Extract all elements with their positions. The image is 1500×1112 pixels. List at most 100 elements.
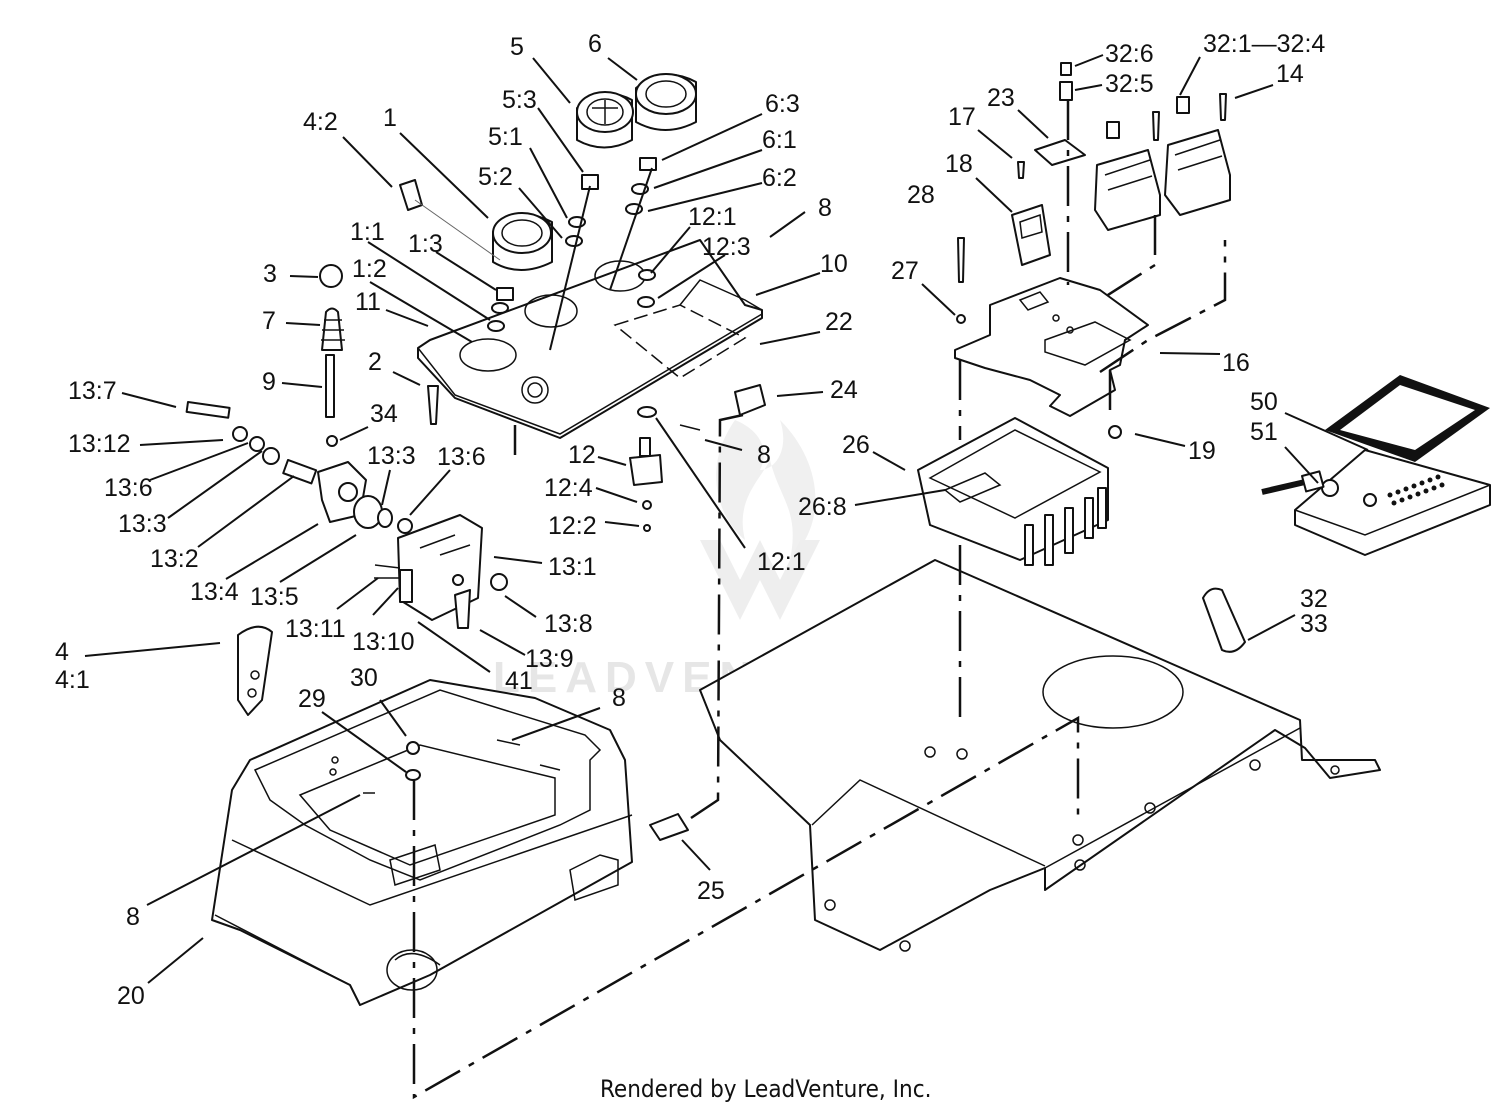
dash-panel [417,239,763,439]
lever-4 [237,625,273,716]
throttle-boot [321,307,345,351]
callout: 13:1 [548,553,597,581]
handle-grip [1202,587,1246,653]
callout: 32:6 [1105,40,1154,68]
callout: 13:4 [190,578,239,606]
callout: 41 [505,667,533,695]
callout: 16 [1222,349,1250,377]
fuse-holder-18 [1011,204,1051,266]
callout: 20 [117,982,145,1010]
callout: 28 [907,181,935,209]
connector-24 [734,384,766,416]
wire-6 [609,167,653,291]
part-25 [649,813,689,841]
callout: 32:1—32:4 [1203,30,1325,58]
chassis-frame [699,559,1381,952]
mounting-plate [954,277,1149,417]
callout: 22 [825,308,853,336]
callout: 5:1 [488,123,523,151]
washer-27 [956,314,966,324]
console-housing [211,679,633,1006]
fuse-block-32 [1094,93,1231,231]
callout: 12:4 [544,474,593,502]
callout: 13:6 [437,443,486,471]
callout: 13:10 [352,628,415,656]
callout: 6:2 [762,164,797,192]
callout: 8 [612,684,626,712]
callout: 6:3 [765,90,800,118]
callout: 1:2 [352,255,387,283]
fuel-gauge [576,91,634,190]
callout: 4:2 [303,108,338,136]
callout: 26:8 [798,493,847,521]
hour-meter-gauge [492,212,553,301]
assembly-lines [412,100,1227,1100]
callout: 13:12 [68,430,131,458]
callout: 11 [355,288,381,316]
callout: 1:1 [350,218,385,246]
callout: 13:2 [150,545,199,573]
callout: 17 [948,103,976,131]
callout: 5:3 [502,86,537,114]
callout: 13:8 [544,610,593,638]
callout: 24 [830,376,858,404]
callout: 14 [1276,60,1304,88]
callout: 23 [987,84,1015,112]
callout: 13:7 [68,377,117,405]
callout: 1 [383,104,397,132]
callout: 10 [820,250,848,278]
callout: 8 [757,441,771,469]
callout: 12 [568,441,596,469]
callout: 8 [818,194,832,222]
callout: 13:6 [104,474,153,502]
screw-17 [1017,161,1025,179]
footer-credit: Rendered by LeadVenture, Inc. [600,1075,931,1103]
callout: 6 [588,30,602,58]
callout: 13:5 [250,583,299,611]
callout: 9 [262,368,276,396]
nut-34 [326,435,338,447]
callout: 51 [1250,418,1278,446]
callout: 13:11 [285,615,346,643]
callout: 4:1 [55,666,90,694]
throttle-knob [319,264,343,288]
bolt-28 [957,237,965,283]
wire-5 [549,185,591,351]
callout: 12:1 [757,548,806,576]
callout: 30 [350,664,378,692]
callout: 13:3 [367,442,416,470]
callout-labels: 5 6 5:3 6:3 5:1 6:1 4:2 1 5:2 6:2 12:1 8… [55,30,1328,1010]
leader-lines [84,54,1369,984]
throttle-shaft [325,354,335,418]
callout: 12:3 [702,233,751,261]
callout: 33 [1300,610,1328,638]
callout: 13:3 [118,510,167,538]
callout: 1:3 [408,230,443,258]
callout: 50 [1250,388,1278,416]
callout: 5:2 [478,163,513,191]
callout: 27 [891,257,919,285]
callout: 12:2 [548,512,597,540]
callout: 13:9 [525,645,574,673]
callout: 2 [368,348,382,376]
callout: 32:5 [1105,70,1154,98]
callout: 29 [298,685,326,713]
callout: 8 [126,903,140,931]
ignition-switch [629,406,663,532]
callout: 5 [510,33,524,61]
temperature-gauge [635,73,697,171]
terminal-32-5 [1059,62,1073,101]
callout: 32 [1300,585,1328,613]
nut-19 [1108,425,1122,439]
callout: 34 [370,400,398,428]
decal-23 [1034,139,1086,166]
callout: 3 [263,260,277,288]
callout: 12:1 [688,203,737,231]
screw-8a [679,424,701,431]
callout: 6:1 [762,126,797,154]
callout: 19 [1188,437,1216,465]
bolt-2 [427,385,439,425]
callout: 18 [945,150,973,178]
